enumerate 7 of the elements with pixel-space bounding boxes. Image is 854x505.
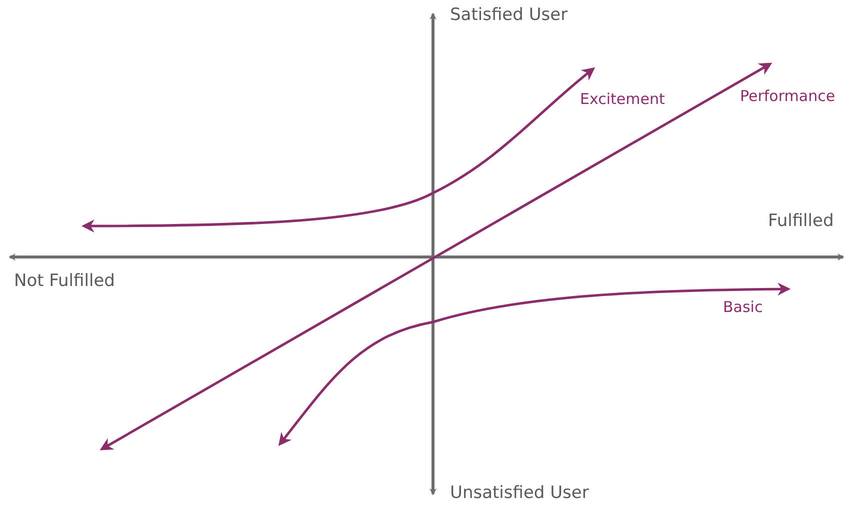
axis-label: Not Fulfilled xyxy=(14,272,115,291)
curve-label: Basic xyxy=(723,299,763,316)
axis-label: Unsatisfied User xyxy=(450,484,589,503)
curve-label: Excitement xyxy=(580,91,665,108)
axis-label: Satisfied User xyxy=(450,6,568,25)
axis-label: Fulfilled xyxy=(768,212,834,231)
curve-label: Performance xyxy=(740,88,836,104)
